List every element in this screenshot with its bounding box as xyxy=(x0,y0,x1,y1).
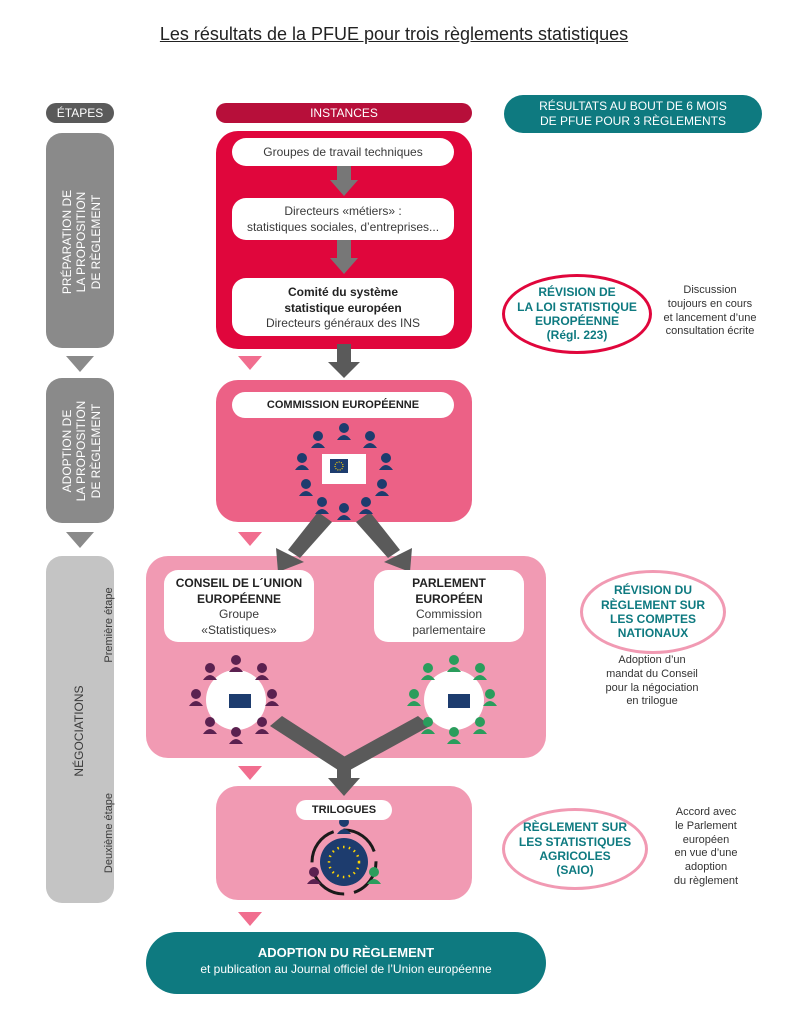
arrow-groupes-to-directeurs xyxy=(330,166,358,196)
eu-flag-icon xyxy=(448,694,470,708)
arrow-comite-to-commission xyxy=(328,344,360,378)
stage-markers xyxy=(238,356,262,926)
parlement-people-circle xyxy=(407,655,497,744)
header-resultats-line2: DE PFUE POUR 3 RÈGLEMENTS xyxy=(539,114,727,128)
eu-flag-icon xyxy=(330,459,348,473)
box-commission-europeenne: COMMISSION EUROPÉENNE xyxy=(232,392,454,418)
arrow-directeurs-to-comite xyxy=(330,240,358,274)
final-adoption-title: ADOPTION DU RÈGLEMENT xyxy=(257,945,435,960)
header-etapes: ÉTAPES xyxy=(46,103,114,123)
eu-stars-icon xyxy=(320,838,368,886)
box-groupes-travail: Groupes de travail techniques xyxy=(232,138,454,166)
box-parlement-europeen: PARLEMENT EUROPÉEN Commission parlementa… xyxy=(374,570,524,642)
arrow-commission-to-conseil xyxy=(276,512,332,572)
box-trilogues-label: TRILOGUES xyxy=(296,800,392,820)
header-resultats-line1: RÉSULTATS AU BOUT DE 6 MOIS xyxy=(539,99,727,113)
eu-flag-icon xyxy=(229,694,251,708)
parlement-people xyxy=(407,655,497,744)
commission-people-circle xyxy=(295,423,393,520)
header-resultats: RÉSULTATS AU BOUT DE 6 MOIS DE PFUE POUR… xyxy=(504,95,762,133)
header-instances: INSTANCES xyxy=(216,103,472,123)
stage-arrows xyxy=(66,356,94,548)
trilogues-circle xyxy=(307,817,381,896)
stage-bar-negociations xyxy=(46,556,114,903)
box-conseil-ue: CONSEIL DE L´UNION EUROPÉENNE Groupe «St… xyxy=(164,570,314,642)
arrow-commission-to-parlement xyxy=(356,512,412,572)
conseil-people xyxy=(189,655,279,744)
arrow-merge-to-trilogues xyxy=(270,716,430,796)
conseil-people-circle xyxy=(189,655,279,744)
box-directeurs-metiers: Directeurs «métiers» :statistiques socia… xyxy=(232,198,454,240)
final-adoption-subtitle: et publication au Journal officiel de l’… xyxy=(200,962,492,976)
final-adoption-banner: ADOPTION DU RÈGLEMENT et publication au … xyxy=(146,932,546,994)
stage-bar-preparation xyxy=(46,133,114,348)
commission-people xyxy=(295,423,393,520)
box-comite-sse: Comité du système statistique européen D… xyxy=(232,278,454,336)
stage-bar-adoption xyxy=(46,378,114,523)
page-title: Les résultats de la PFUE pour trois règl… xyxy=(159,24,629,44)
